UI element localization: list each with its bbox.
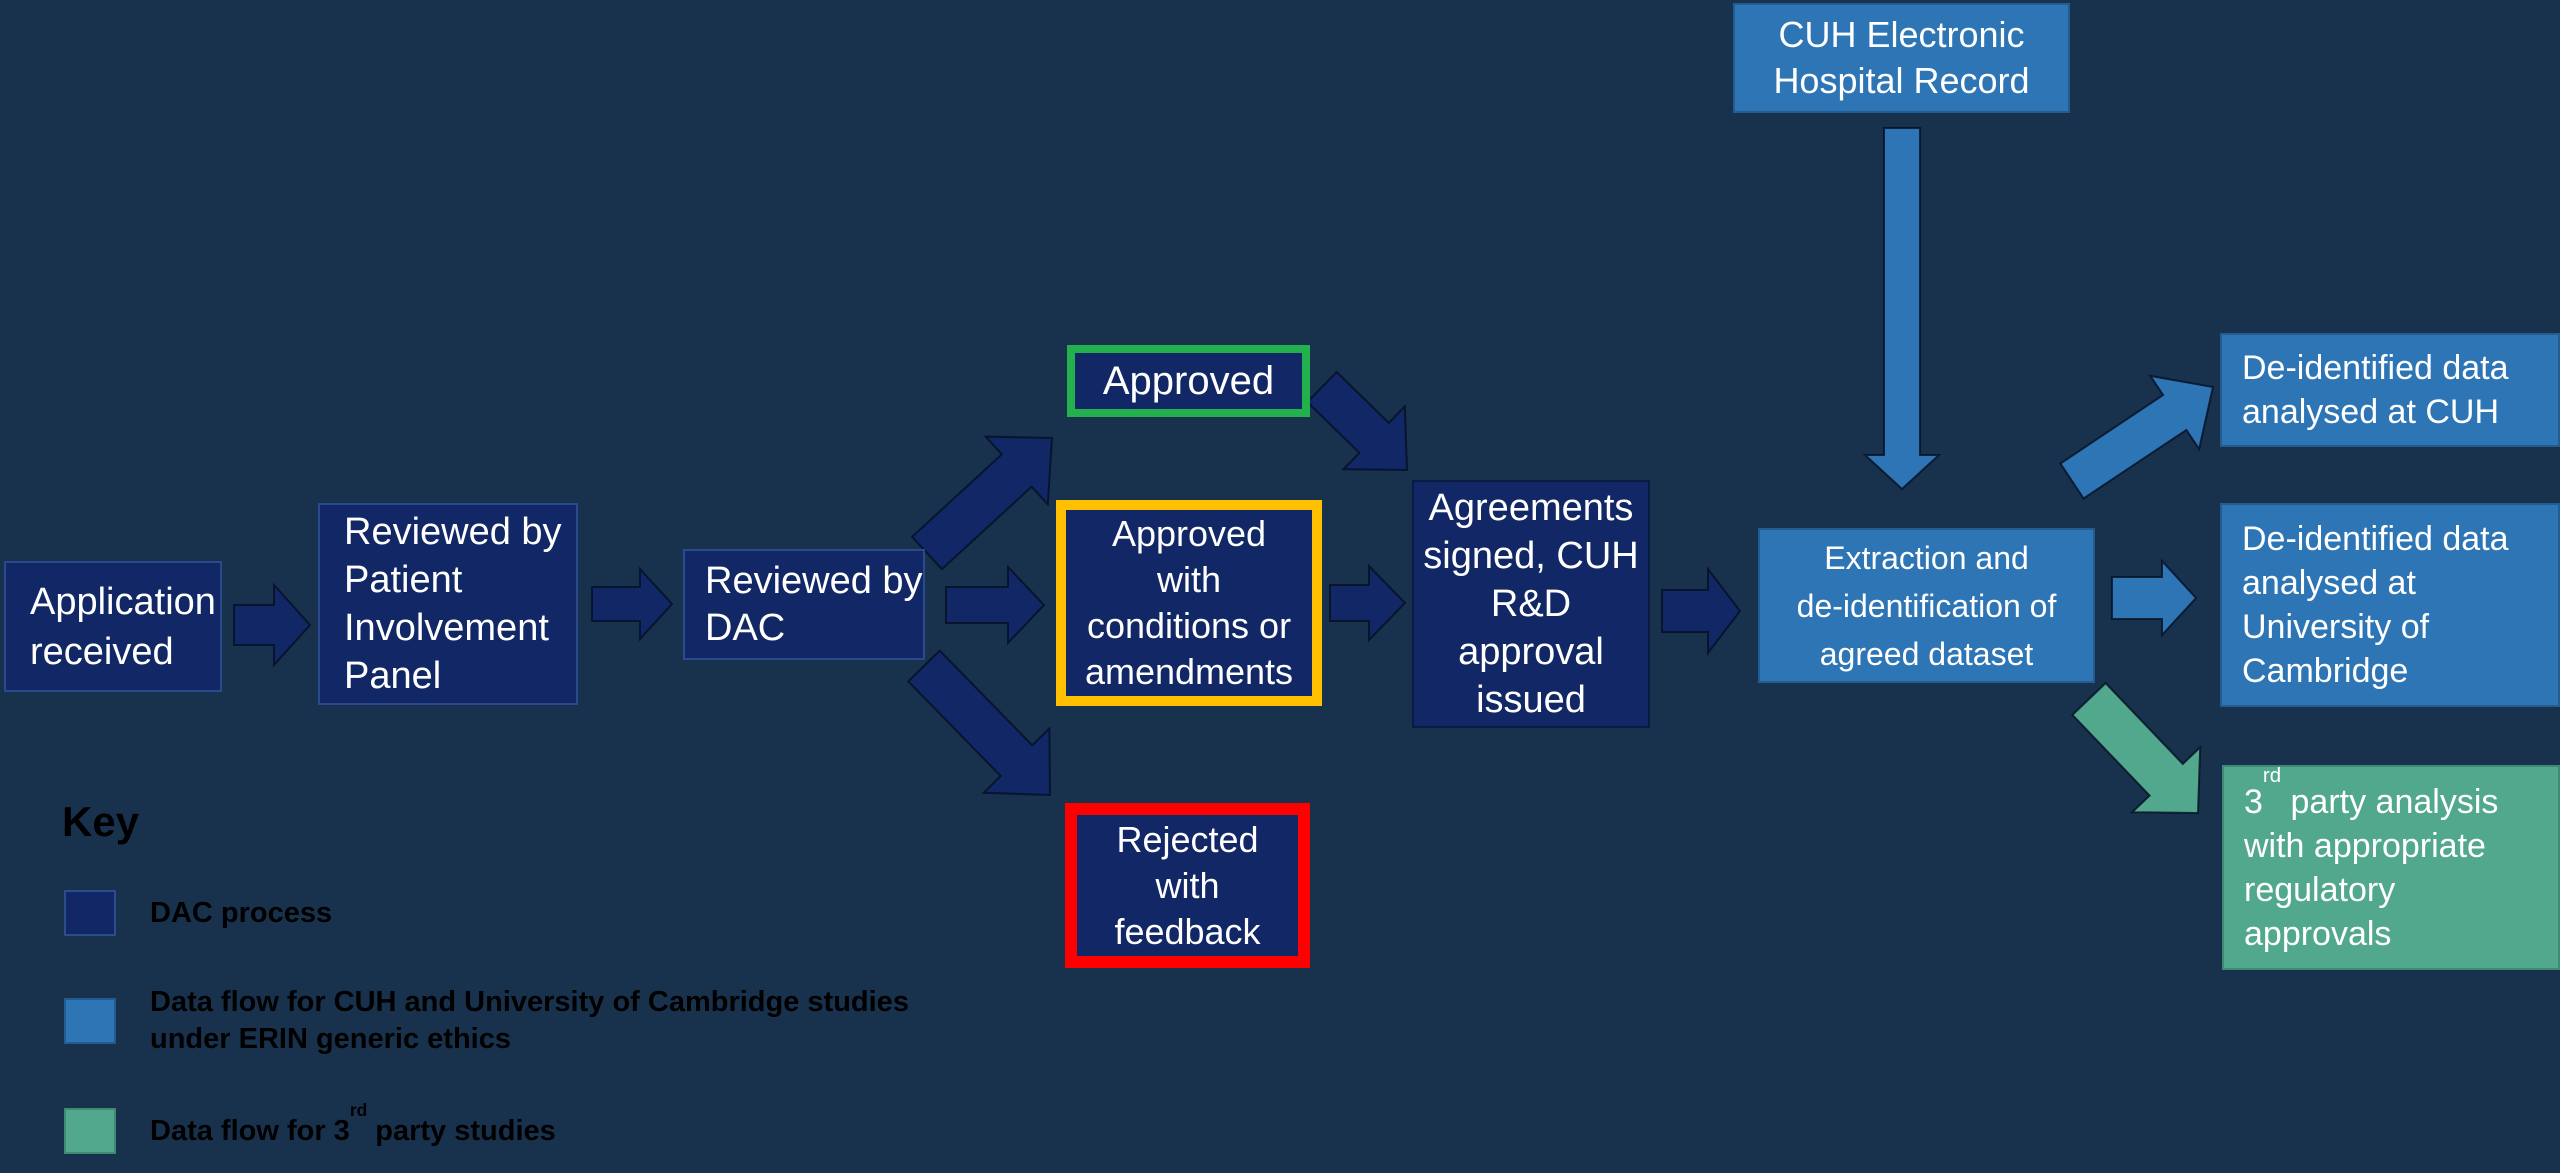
node-deidentified-analysed-at-university-of-cambridge: De-identified data analysed at Universit… [2220,503,2560,707]
key-item-dac-process: DAC process [64,885,332,941]
key-item-label: Data flow for 3rd party studies [150,1099,556,1147]
node-cuh-electronic-hospital-record: CUH Electronic Hospital Record [1733,3,2070,113]
arrow-ehr-to-extraction [1862,127,1942,491]
arrow-extraction-to-cuh-analysis [2059,374,2215,500]
key-item-third-party-data-flow: Data flow for 3rd party studies [64,1099,556,1159]
key-item-cuh-uoc-data-flow: Data flow for CUH and University of Camb… [64,983,909,1059]
arrow-dac-to-approved [910,435,1054,571]
arrow-approved-to-agreements [1305,370,1409,472]
node-label: CUH Electronic Hospital Record [1773,14,2030,101]
node-label: Extraction and de-identification of agre… [1796,539,2057,672]
node-reviewed-by-patient-involvement-panel: Reviewed by Patient Involvement Panel [318,503,578,705]
node-application-received: Application received [4,561,222,692]
arrow-dac-to-conditions [945,564,1046,646]
node-agreements-signed-rd-approval: Agreements signed, CUH R&D approval issu… [1412,480,1650,728]
node-label: Agreements signed, CUH R&D approval issu… [1423,487,1639,721]
arrow-agreements-to-extraction [1661,566,1742,656]
key-item-label: DAC process [150,896,333,929]
node-label: Approved [1102,358,1275,403]
arrow-extraction-to-third-party [2070,681,2202,815]
node-label: 3rd party analysis with appropriate regu… [2244,765,2499,953]
node-deidentified-analysed-at-cuh: De-identified data analysed at CUH [2220,333,2560,447]
node-label: Application received [30,580,216,673]
node-approved: Approved [1067,345,1310,417]
node-approved-with-conditions: Approved with conditions or amendments [1056,500,1322,706]
arrow-extraction-to-uoc-analysis [2111,558,2198,638]
third-party-data-flow-swatch [64,1108,116,1154]
arrow-conditions-to-agreements [1329,563,1407,643]
node-label: De-identified data analysed at CUH [2242,349,2509,431]
arrow-app-to-panel [233,582,312,668]
dac-process-swatch [64,890,116,936]
node-label: Reviewed by Patient Involvement Panel [344,511,562,697]
arrow-panel-to-dac [591,566,674,642]
node-label: Approved with conditions or amendments [1084,513,1294,692]
key-item-label: Data flow for CUH and University of Camb… [150,986,909,1055]
node-label: Rejected with feedback [1114,818,1261,952]
node-label: Reviewed by DAC [705,559,923,649]
arrow-dac-to-rejected [906,649,1052,797]
key-title: Key [62,798,140,845]
cuh-uoc-data-flow-swatch [64,998,116,1044]
node-rejected-with-feedback: Rejected with feedback [1065,803,1310,968]
node-extraction-deidentification: Extraction and de-identification of agre… [1758,528,2095,683]
node-third-party-analysis: 3rd party analysis with appropriate regu… [2222,765,2560,970]
node-label: De-identified data analysed at Universit… [2242,520,2509,690]
node-reviewed-by-dac: Reviewed by DAC [683,549,925,660]
